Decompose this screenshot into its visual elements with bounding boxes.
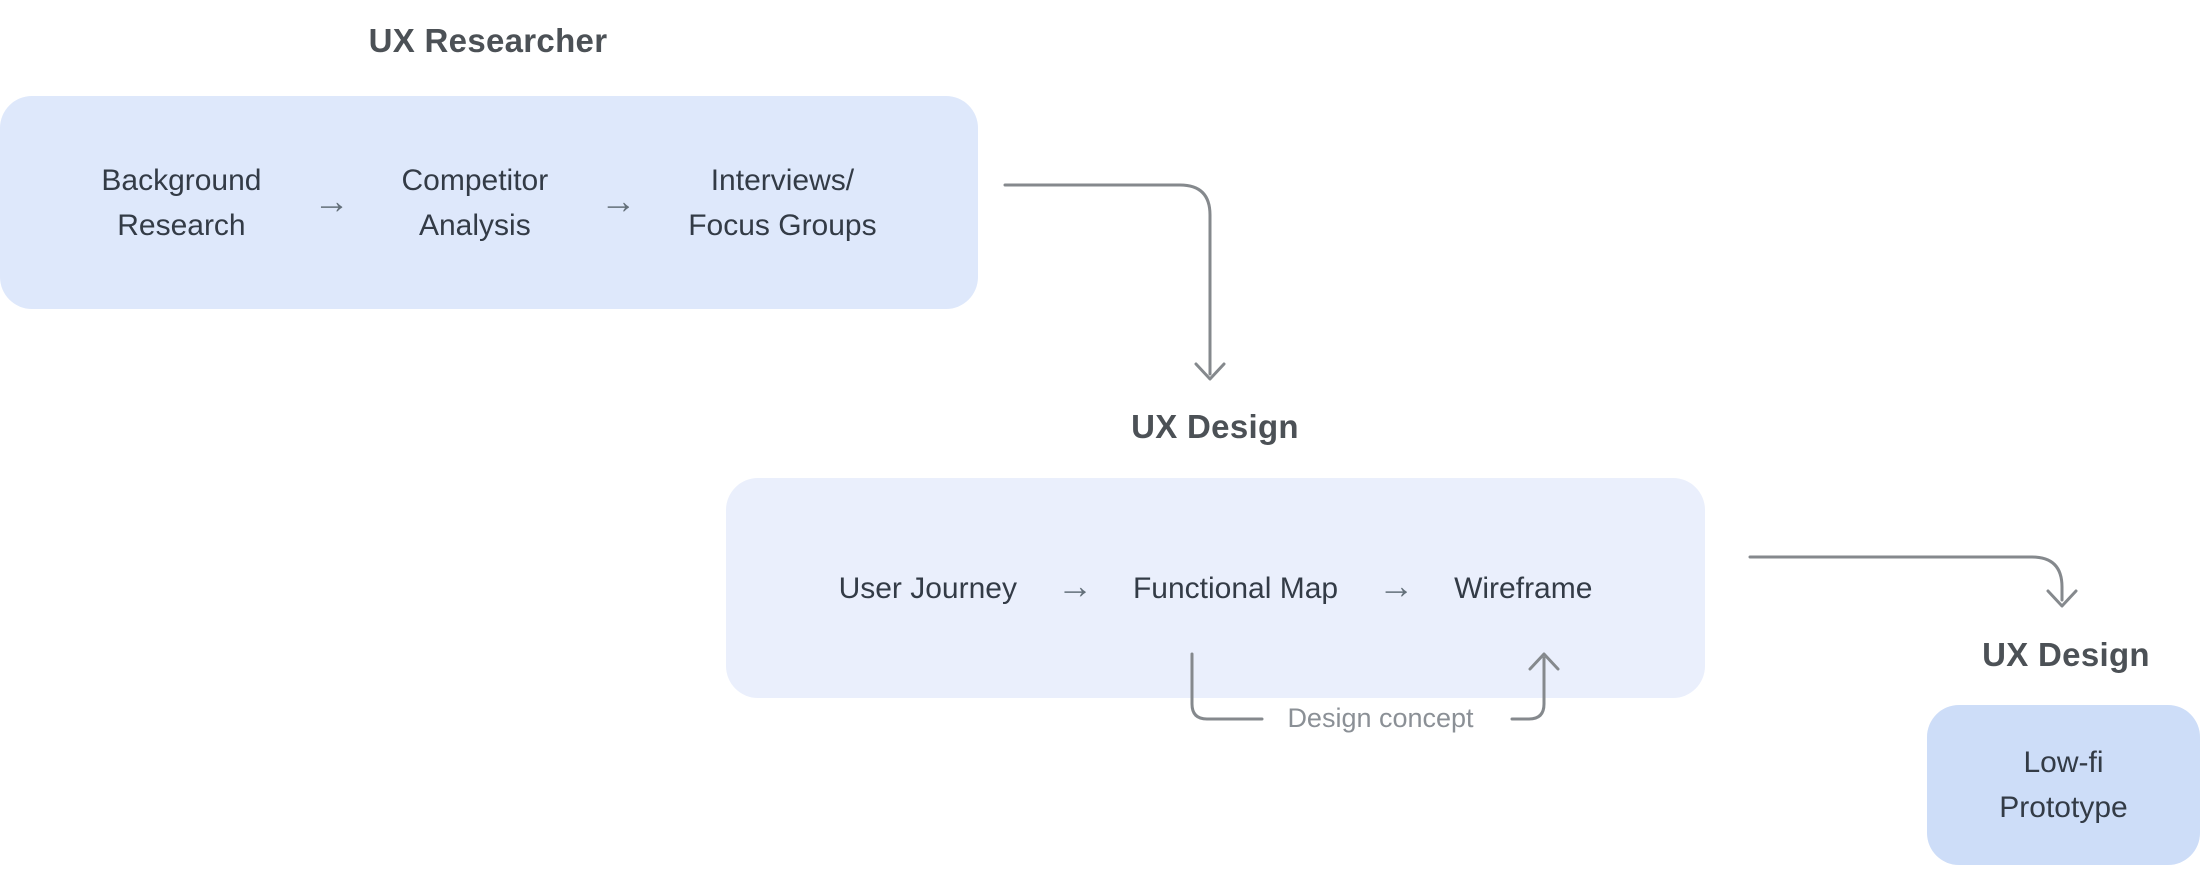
ux-design-title: UX Design (1131, 408, 1299, 445)
arrow-right-icon: → (1056, 565, 1093, 606)
design-concept-label: Design concept (1287, 703, 1474, 733)
step-functional-map: Functional Map (1132, 571, 1339, 605)
ux-design-prototype-title: UX Design (1982, 636, 2150, 673)
arrowhead-down-icon (1194, 362, 1226, 381)
arrow-right-icon: → (1378, 565, 1415, 606)
step-interviews-line1: Interviews/ (710, 163, 855, 197)
step-background-research-line1: Background (101, 163, 262, 197)
connector-design-to-prototype (1748, 555, 2064, 602)
step-background-research-line2: Research (117, 208, 246, 242)
step-low-fi-prototype: Low-fi Prototype (1999, 740, 2127, 830)
connector-research-to-design (1003, 183, 1212, 376)
low-fi-prototype-box: Low-fi Prototype (1927, 705, 2200, 865)
step-interviews-focus-groups: Interviews/ Focus Groups (688, 158, 876, 248)
arrow-right-icon: → (600, 179, 637, 221)
arrow-right-icon: → (313, 179, 350, 221)
ux-researcher-box: Background Research → Competitor Analysi… (0, 96, 978, 309)
step-competitor-analysis-line2: Analysis (418, 208, 531, 242)
step-interviews-line2: Focus Groups (688, 208, 877, 242)
arrowhead-down-icon (2046, 589, 2078, 608)
step-background-research: Background Research (101, 158, 261, 248)
step-low-fi-line1: Low-fi (2023, 746, 2104, 779)
step-competitor-analysis: Competitor Analysis (401, 158, 548, 248)
ux-design-box: User Journey → Functional Map → Wirefram… (726, 478, 1705, 698)
ux-researcher-title: UX Researcher (368, 22, 608, 59)
step-low-fi-line2: Prototype (1999, 791, 2128, 824)
step-competitor-analysis-line1: Competitor (401, 163, 549, 197)
step-wireframe: Wireframe (1454, 571, 1593, 605)
step-user-journey: User Journey (838, 571, 1017, 605)
